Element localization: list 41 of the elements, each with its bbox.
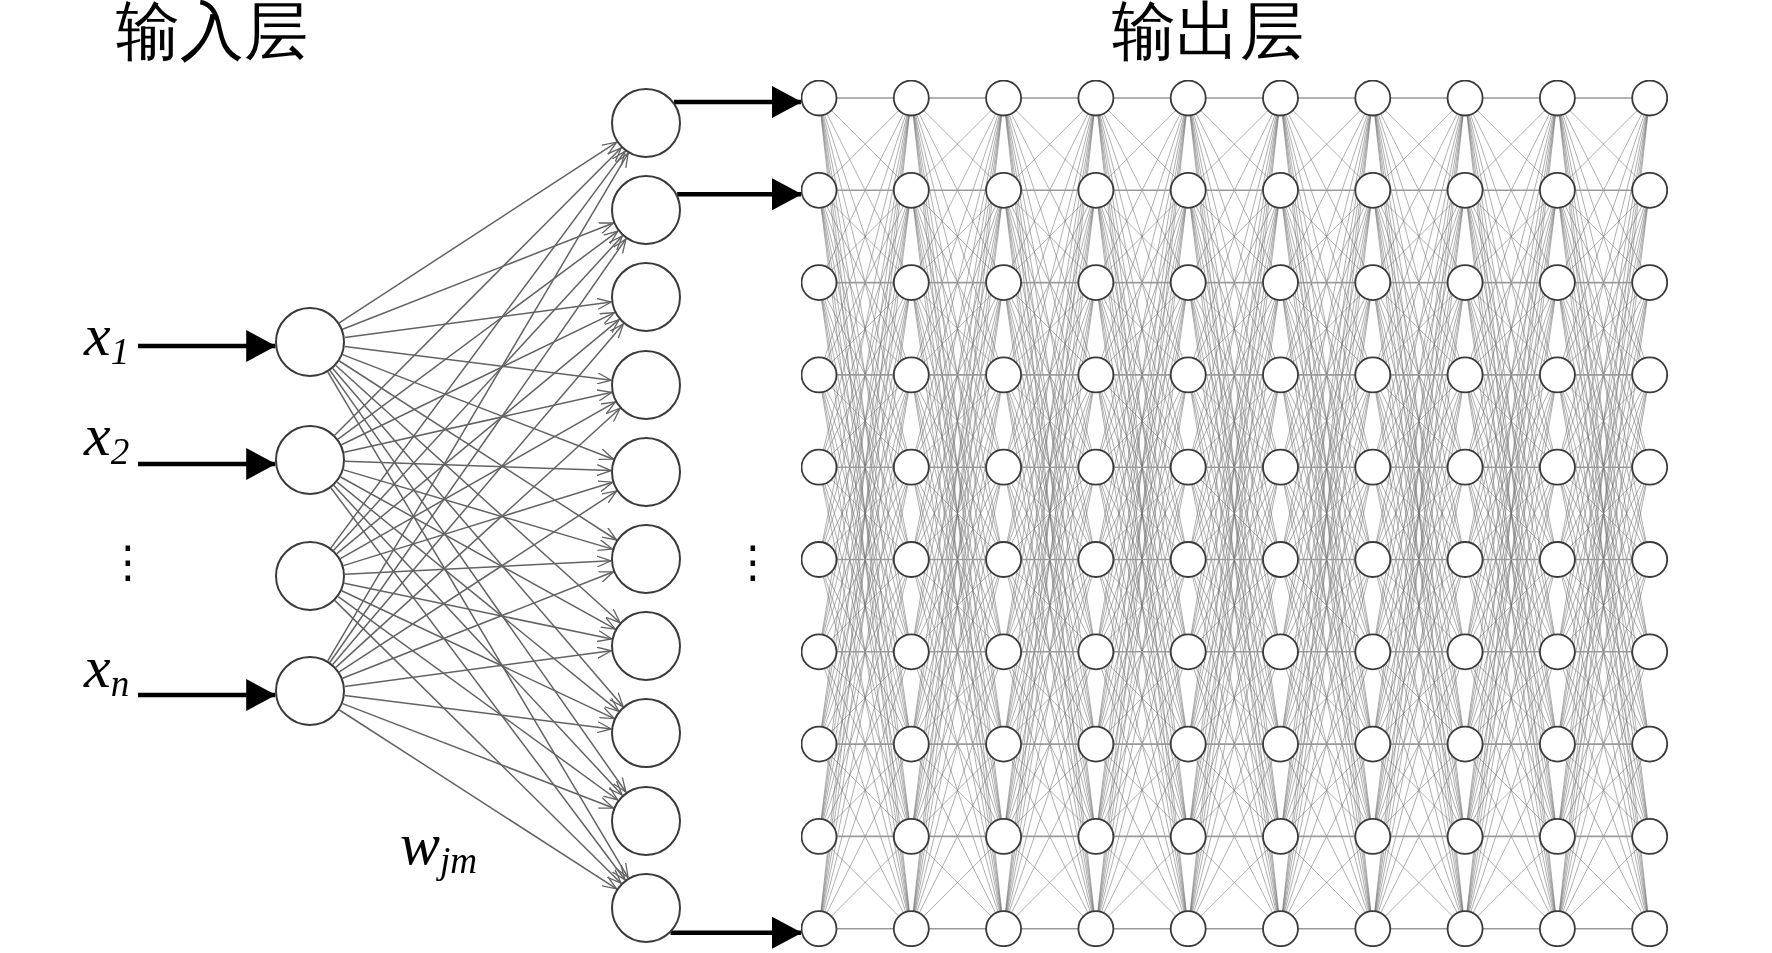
connection-arrow <box>332 235 624 551</box>
connection-arrow <box>335 364 621 624</box>
connection-arrow <box>344 555 612 575</box>
connection-arrow <box>329 369 627 793</box>
connection-arrow <box>335 407 621 669</box>
connection-arrow <box>332 367 624 708</box>
connection-arrow <box>333 484 623 796</box>
connection-arrow <box>331 323 625 666</box>
connection-arrow <box>338 360 618 541</box>
neuron-grid-drawing <box>801 80 1668 947</box>
weight-label: w$_{jm}$ <box>400 810 478 883</box>
input-variable-label: x$_{1}$ <box>84 301 138 370</box>
connection-arrow <box>327 371 629 879</box>
connection-arrow <box>338 141 618 324</box>
connection-arrow <box>336 318 620 555</box>
connection-arrow <box>330 487 626 881</box>
input-variable-label: x$_{2}$ <box>84 401 138 470</box>
connection-arrow <box>340 590 616 720</box>
connection-arrow <box>338 709 618 890</box>
arrow <box>677 178 802 211</box>
connection-arrow <box>339 476 617 630</box>
connection-arrow <box>334 599 622 884</box>
ellipsis-mark: ⋮ <box>731 540 775 584</box>
arrow <box>674 86 802 118</box>
connection-arrow <box>330 150 626 549</box>
arrow <box>138 330 277 362</box>
connection-arrow <box>329 238 627 664</box>
arrow <box>670 916 802 949</box>
arrow <box>138 448 277 480</box>
connection-arrow <box>340 311 616 446</box>
connection-arrow <box>327 152 629 662</box>
connection-arrow <box>339 401 617 560</box>
connection-arrow <box>338 490 618 673</box>
connection-arrow <box>337 595 619 801</box>
connection-arrow <box>333 147 623 436</box>
connection-arrow <box>337 230 619 440</box>
connection-arrow <box>336 481 620 713</box>
ellipsis-mark: ⋮ <box>106 540 150 584</box>
input-variable-label: x$_{n}$ <box>84 633 138 702</box>
arrow <box>138 679 277 711</box>
connection-arrow <box>344 460 612 477</box>
